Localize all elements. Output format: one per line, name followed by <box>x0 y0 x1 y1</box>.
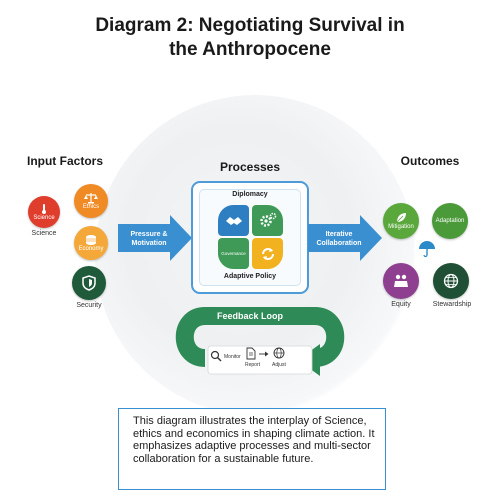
adaptation-label: Adaptation <box>435 218 465 224</box>
adaptive-policy-label: Adaptive Policy <box>223 273 277 280</box>
equity-caption: Equity <box>391 301 411 308</box>
pressure-motivation-arrow <box>118 215 192 261</box>
diagram-title: Diagram 2: Negotiating Survival in the A… <box>95 15 405 60</box>
monitor-label: Monitor <box>224 354 241 360</box>
leaf-icon <box>396 213 406 223</box>
adjust-label: Adjust <box>272 362 286 368</box>
ethics-circle: Ethics <box>74 184 108 218</box>
security-caption: Security <box>76 302 102 309</box>
iterative-collaboration-arrow <box>308 215 382 261</box>
diplomacy-label: Diplomacy <box>232 191 268 198</box>
science-caption: Science <box>31 230 57 237</box>
adjust-globe-icon <box>273 347 285 359</box>
diagram-caption-text: This diagram illustrates the interplay o… <box>133 415 375 465</box>
umbrella-badge <box>414 236 440 262</box>
security-circle <box>72 266 106 300</box>
processes-heading: Processes <box>219 160 281 174</box>
adaptation-circle: Adaptation <box>432 203 468 239</box>
step-arrow-icon <box>259 351 269 357</box>
stewardship-caption: Stewardship <box>432 301 472 308</box>
economy-label: Economy <box>78 246 104 252</box>
handshake-icon <box>225 216 242 225</box>
stewardship-circle <box>433 263 469 299</box>
economy-circle: Economy <box>74 226 108 260</box>
science-label: Science <box>33 215 55 221</box>
cycle-quad <box>252 238 283 269</box>
governance-label: Governance <box>221 251 246 256</box>
ethics-label: Ethics <box>82 204 100 210</box>
diagram-caption-box: This diagram illustrates the interplay o… <box>118 408 386 490</box>
feedback-loop-arrow <box>175 307 345 376</box>
report-label: Report <box>245 362 261 368</box>
equity-circle <box>383 263 419 299</box>
feedback-loop-label: Feedback Loop <box>216 311 283 321</box>
umbrella-icon <box>419 241 435 258</box>
handshake-quad <box>218 205 249 236</box>
process-inner-panel <box>199 189 301 286</box>
globe-icon <box>443 273 459 289</box>
coins-icon <box>86 235 96 245</box>
scales-icon <box>84 193 98 204</box>
governance-quad: Governance <box>218 238 249 269</box>
magnifier-icon <box>210 350 222 362</box>
mitigation-label: Mitigation <box>388 224 414 230</box>
gears-quad <box>252 205 283 236</box>
gears-icon <box>259 212 276 227</box>
report-document-icon <box>246 347 256 360</box>
iterative-collaboration-label: Iterative Collaboration <box>316 231 362 247</box>
input-factors-heading: Input Factors <box>26 154 103 168</box>
outcomes-heading: Outcomes <box>400 154 460 168</box>
thermometer-icon <box>42 204 46 214</box>
science-circle: Science <box>28 196 60 228</box>
process-box: Diplomacy Governance Adaptive Policy <box>191 181 309 294</box>
mitigation-circle: Mitigation <box>383 203 419 239</box>
pressure-motivation-label: Pressure & Motivation <box>130 231 168 247</box>
shield-icon <box>82 275 96 291</box>
people-icon <box>394 274 408 287</box>
refresh-cycle-icon <box>261 247 274 260</box>
